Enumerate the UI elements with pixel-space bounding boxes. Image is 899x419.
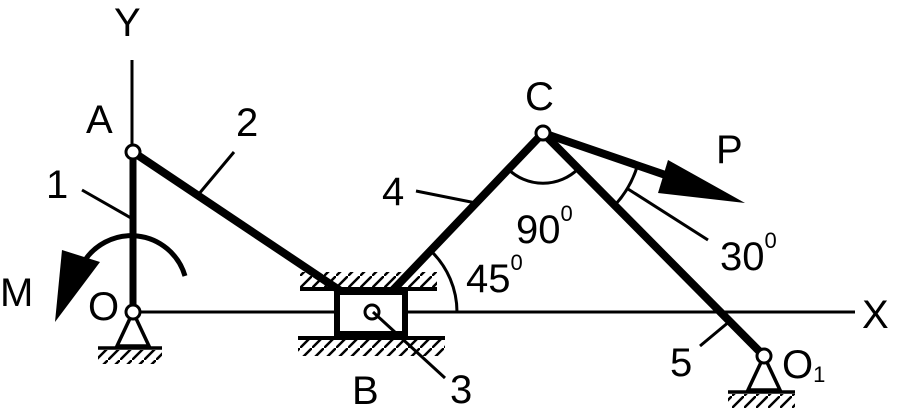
moment-label: M xyxy=(0,271,33,315)
support-o1 xyxy=(728,351,795,408)
angle-45-label: 450 xyxy=(466,250,523,301)
link-2-label: 2 xyxy=(236,101,258,145)
leader-2 xyxy=(196,151,236,196)
axis-x-label: X xyxy=(862,293,889,337)
point-o1-label: O1 xyxy=(782,343,825,387)
angle-90-label: 900 xyxy=(516,201,573,252)
leader-4 xyxy=(415,189,477,205)
joint-o1 xyxy=(755,347,773,365)
joint-a xyxy=(124,143,142,161)
axis-y-label: Y xyxy=(114,1,141,45)
support-o xyxy=(98,307,162,364)
force-label: P xyxy=(716,128,743,172)
point-o-label: O xyxy=(88,285,119,329)
moment-arc xyxy=(79,233,188,277)
link-1-label: 1 xyxy=(46,163,68,207)
slider-3 xyxy=(298,272,445,356)
joint-c xyxy=(534,124,552,142)
joint-o xyxy=(124,303,142,321)
angle-30-arc xyxy=(613,166,639,207)
link-3-label: 3 xyxy=(450,368,472,412)
leader-3 xyxy=(371,310,447,380)
link-5 xyxy=(540,130,767,359)
point-b-label: B xyxy=(352,369,379,413)
angle-45-arc xyxy=(429,249,459,313)
point-c-label: C xyxy=(525,75,554,119)
leader-30 xyxy=(627,187,709,242)
link-4-label: 4 xyxy=(382,170,404,214)
leader-1 xyxy=(81,188,132,220)
force-p-line xyxy=(541,129,682,184)
moment-arrowhead-icon xyxy=(55,250,100,322)
link-5-label: 5 xyxy=(670,341,692,385)
force-p-arrowhead xyxy=(658,160,745,203)
angle-90-arc xyxy=(506,167,580,185)
leader-5 xyxy=(699,319,731,348)
point-a-label: A xyxy=(86,98,113,142)
angle-30-label: 300 xyxy=(720,228,777,279)
